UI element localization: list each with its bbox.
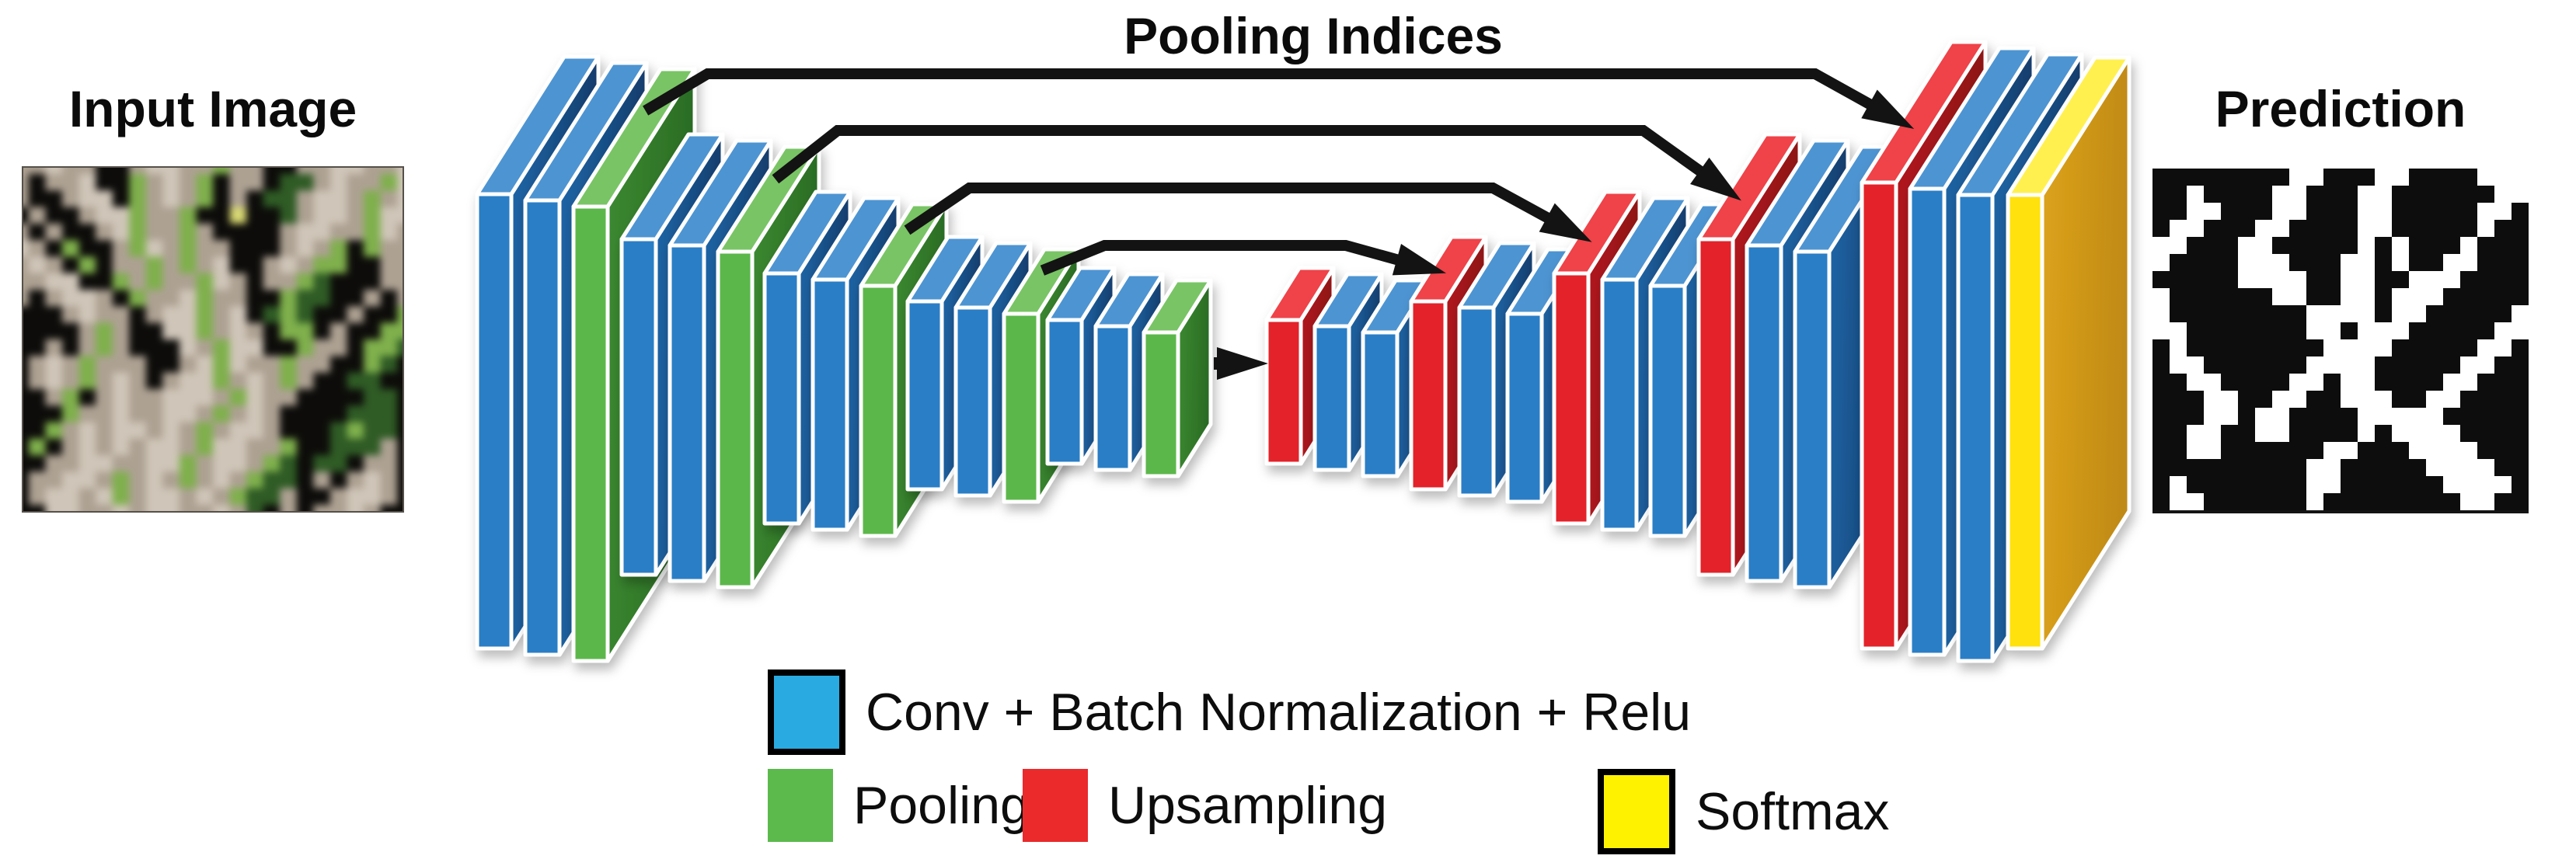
slab-softmax-1-yellow <box>2006 55 2132 651</box>
pooling-indices-title: Pooling Indices <box>1124 7 1503 64</box>
arrowhead-icon <box>1392 243 1447 276</box>
skip-arrow-4 <box>1040 240 1447 276</box>
skip-arrow-1 <box>643 68 1915 129</box>
conv-swatch-icon <box>768 669 845 755</box>
upsampling-swatch-icon <box>1023 769 1088 842</box>
prediction-mask <box>2152 169 2529 513</box>
input-photo-svg <box>23 168 403 511</box>
prediction-mask-svg <box>2152 169 2529 511</box>
conv-label: Conv + Batch Normalization + Relu <box>866 683 1692 742</box>
pooling-label: Pooling <box>853 776 1030 835</box>
arrowhead-icon <box>1539 203 1592 242</box>
slab-layer <box>475 40 2132 663</box>
pooling-swatch-icon <box>768 769 833 842</box>
legend-item-conv: Conv + Batch Normalization + Relu <box>768 669 1691 755</box>
arrowhead-icon <box>1690 157 1741 201</box>
skip-arrow-3 <box>904 183 1592 242</box>
slab-enc5-3-green <box>1142 278 1213 478</box>
arrowhead-icon <box>1217 347 1268 380</box>
input-image-title: Input Image <box>68 80 357 137</box>
input-photo <box>22 166 404 513</box>
arrow-layer <box>643 68 1915 380</box>
legend-item-pooling: Pooling <box>768 769 1030 842</box>
bottleneck-arrow <box>1214 347 1268 380</box>
skip-arrow-2 <box>772 125 1741 201</box>
softmax-label: Softmax <box>1696 782 1890 841</box>
arrowhead-icon <box>1861 89 1915 129</box>
legend-item-softmax: Softmax <box>1598 769 1889 854</box>
legend-item-upsampling: Upsampling <box>1023 769 1387 842</box>
prediction-title: Prediction <box>2215 80 2466 137</box>
upsampling-label: Upsampling <box>1108 776 1388 835</box>
softmax-swatch-icon <box>1598 769 1675 854</box>
